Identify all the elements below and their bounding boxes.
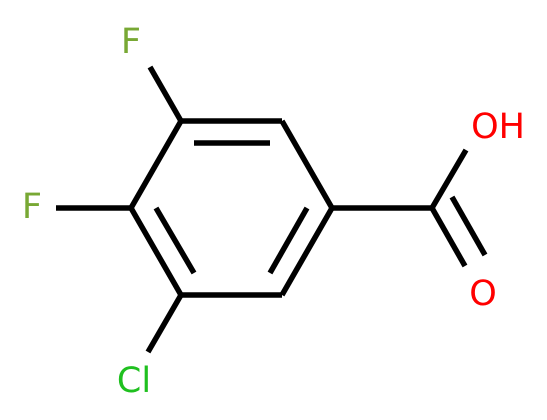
atom-cl: Cl: [117, 361, 151, 401]
bond-c1-f-top: [147, 65, 184, 123]
atom-labels: F F Cl OH O: [22, 22, 525, 401]
bond-carboxyl-o-2: [449, 195, 488, 257]
ring-bond-c5-c6-inner: [153, 206, 197, 275]
ring-bond-c3-c4: [279, 206, 335, 297]
bond-c5-cl: [145, 293, 184, 354]
bond-carboxyl-oh: [429, 148, 469, 210]
atom-oh: OH: [471, 107, 525, 147]
substituent-bonds: [56, 65, 488, 354]
ring-bond-c3-c4-inner: [267, 206, 310, 275]
ring-bond-c6-c1: [128, 119, 184, 210]
bond-carboxyl-o-1: [429, 206, 468, 268]
ring-bond-c2-c3: [279, 119, 335, 210]
atom-o: O: [469, 274, 497, 314]
atom-f-left: F: [22, 187, 42, 227]
benzene-ring: [128, 118, 335, 298]
ring-bond-c5-c6: [128, 206, 184, 297]
atom-f-top: F: [121, 22, 141, 62]
